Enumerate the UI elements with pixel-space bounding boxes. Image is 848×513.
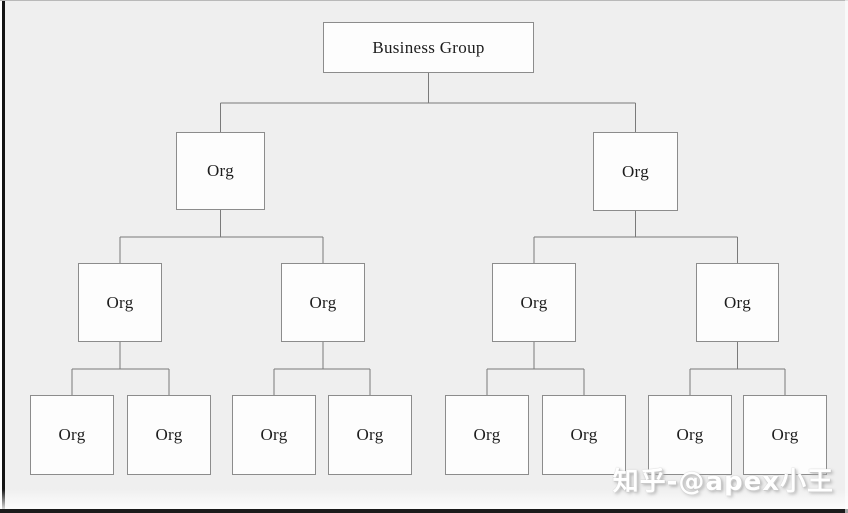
org-node-n3a: Org (78, 263, 162, 342)
org-node-n3c: Org (492, 263, 576, 342)
org-node-n4a: Org (30, 395, 114, 475)
bottom-fade-band (0, 489, 848, 509)
top-border-line (0, 0, 848, 1)
left-white-edge (0, 0, 2, 513)
right-white-edge (845, 0, 848, 513)
org-node-n4h: Org (743, 395, 827, 475)
org-node-n3b: Org (281, 263, 365, 342)
left-border-line (2, 0, 5, 513)
org-node-n4d: Org (328, 395, 412, 475)
org-node-n4c: Org (232, 395, 316, 475)
org-node-n4g: Org (648, 395, 732, 475)
org-node-n2b: Org (593, 132, 678, 211)
org-node-n2a: Org (176, 132, 265, 210)
bottom-border-bar (0, 509, 848, 513)
org-node-n3d: Org (696, 263, 779, 342)
org-node-n4b: Org (127, 395, 211, 475)
org-node-n4e: Org (445, 395, 529, 475)
org-node-n4f: Org (542, 395, 626, 475)
business-group-node: Business Group (323, 22, 534, 73)
